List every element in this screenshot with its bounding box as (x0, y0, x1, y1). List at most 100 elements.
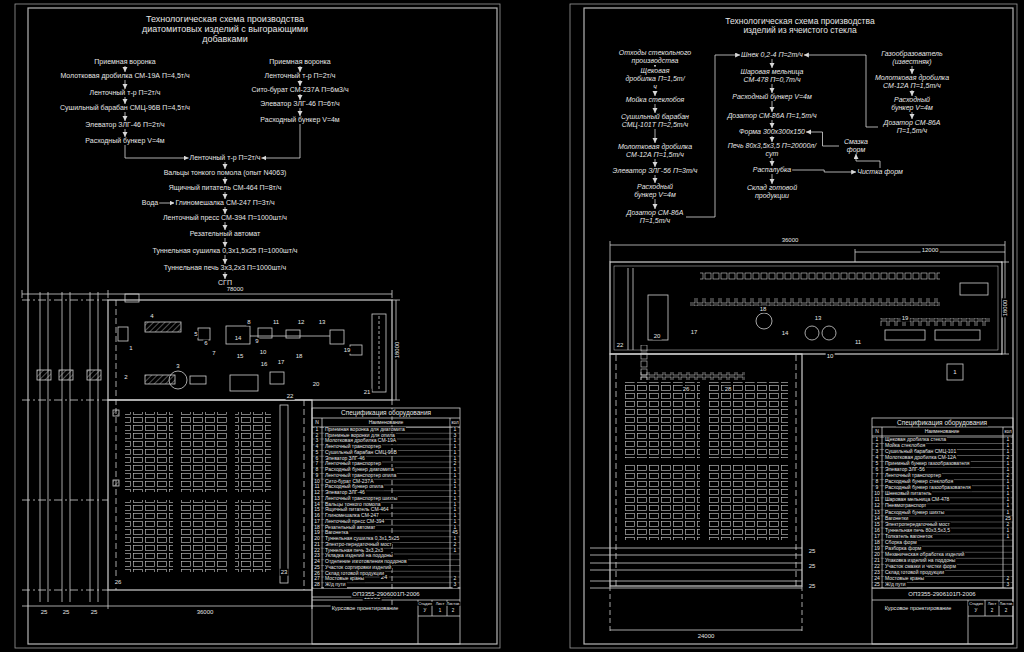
table-line (418, 600, 419, 644)
flow-arrow (772, 101, 773, 112)
stamp-text: 2 (451, 609, 456, 614)
callout-number: 12 (297, 319, 306, 326)
flow-arrow (772, 120, 773, 128)
callout-number: 11 (854, 339, 862, 346)
step-text: Шнек 0,2-4 П=2т/ч (741, 51, 803, 59)
table-cell: 1 (453, 502, 458, 508)
table-cell: 22 (313, 548, 321, 554)
dimension-tick (108, 290, 109, 298)
track (628, 268, 629, 350)
flow-step: Резательный автомат (189, 230, 262, 238)
dimension: 25 (90, 609, 99, 616)
flow-step: Распалубка (752, 166, 792, 174)
column (113, 480, 119, 486)
storage-grid (125, 500, 173, 572)
table-cell: Участок смазки и чистки форм (884, 564, 957, 570)
stamp-text: У (423, 609, 428, 614)
dimension: 36000 (781, 237, 800, 244)
table-cell: 2 (453, 542, 458, 548)
table-cell: 5 (875, 461, 880, 467)
table-cell: Шнековый питатель (884, 492, 932, 498)
axis-line (22, 300, 108, 301)
flow-step: Щековая дробилка П=1,5т/ч (624, 67, 686, 91)
table-cell: 1 (1006, 467, 1011, 473)
flow-step: Молотковая дробилка СМ-12А П=1,5т/ч (873, 74, 951, 90)
table-cell: Расходный бункер диатомита (324, 467, 395, 473)
table-rows (312, 427, 460, 588)
callout-number: 1 (952, 369, 957, 376)
table-cell: Участок сортировки изделий (324, 565, 392, 571)
flow-arrow (159, 203, 174, 204)
table-cell: 3 (453, 433, 458, 439)
table-cell: 1 (453, 467, 458, 473)
table-cell: Мостовые краны (884, 576, 925, 582)
table-cell: 17 (313, 519, 321, 525)
warehouse-outline (108, 400, 312, 590)
cart-row (700, 272, 940, 280)
rail-track (590, 570, 802, 571)
cart-row (880, 318, 990, 326)
table-cell: 24 (313, 559, 321, 565)
rail-track (590, 548, 802, 549)
table-cell: Укладка изделий на поддоны (324, 554, 394, 560)
sheet-frame (28, 8, 497, 644)
table-cell: Ж/д пути (884, 582, 907, 588)
table-heading: N (314, 420, 320, 426)
step-text: Туннельная сушилка 0,3х1,5х25 П=1000шт/ч (153, 247, 298, 255)
flow-arrow (655, 199, 656, 209)
rail-track (62, 292, 63, 602)
table-cell: Ленточный транспортер (324, 462, 382, 468)
table-cell: 1 (1006, 486, 1011, 492)
flow-step: Ленточный т-р П=2т/ч (89, 89, 162, 97)
table-cell: 23 (873, 570, 881, 576)
flow-arrow (225, 238, 226, 247)
step-text: Печь 80х3,5х3,5 П=20000л/сут (727, 142, 817, 158)
step-text: Ленточный т-р П=2т/ч (265, 72, 336, 80)
table-cell: Элеватор ЗЛГ-46 (324, 456, 366, 462)
storage-grid (125, 412, 173, 492)
dimension-tick (855, 249, 856, 262)
table-cell: Туннельная печь 3х3,2х3 (324, 548, 384, 554)
dimension-tick (1005, 241, 1006, 262)
feeder (190, 376, 206, 384)
tunnel-dryer (372, 314, 386, 392)
flow-step: Отходы стекольного производства (609, 49, 701, 65)
table-cell: 4 (875, 455, 880, 461)
table-cell: 1 (453, 490, 458, 496)
table-cell: Сито-бурат СМ-237А (324, 479, 374, 485)
flow-arrow (912, 66, 913, 74)
conveyor (145, 375, 175, 384)
table-cell: 1 (1006, 480, 1011, 486)
dimension: 78000 (226, 286, 245, 293)
rail-car (87, 370, 101, 380)
flow-step: Элеватор ЗЛГ-56 П=3т/ч (612, 167, 699, 175)
rail-track (40, 292, 41, 602)
table-cell: 1 (453, 525, 458, 531)
flow-step: Вода (141, 199, 159, 207)
callout-number: 13 (318, 319, 327, 326)
table-cell: 1 (1006, 492, 1011, 498)
table-line (418, 616, 460, 617)
flow-step: Сито-бурат СМ-237А П=6м3/ч (250, 86, 349, 94)
step-text: Элеватор ЗЛГ-46 П=6т/ч (260, 100, 339, 108)
flow-arrow (225, 177, 226, 184)
flow-arrow (125, 145, 189, 158)
step-text: Ленточный т-р П=2т/ч (90, 89, 161, 97)
step-text: Сушильный барабан СМЦ-101Т П=2,5т/ч (613, 113, 698, 129)
table-heading: Спецификация оборудования (896, 419, 988, 426)
flow-step: Элеватор ЗЛГ-46 П=6т/ч (259, 100, 340, 108)
table-cell: 1 (1006, 528, 1011, 534)
table-cell: 21 (313, 542, 321, 548)
step-text: Вальцы тонкого помола (опыт N4063) (164, 169, 287, 177)
table-cell: Приемная воронка для диатомита (324, 427, 406, 433)
title-block (872, 588, 1013, 644)
flow-arrow (225, 162, 226, 169)
flow-step: Дозатор СМ-86А П=1,5т/ч (878, 119, 946, 135)
table-cell: 3 (315, 439, 320, 445)
table-cell: 14 (313, 502, 321, 508)
table-cell: 1 (453, 536, 458, 542)
step-text: Щековая дробилка П=1,5т/ч (625, 67, 685, 91)
table-cell: 13 (873, 510, 881, 516)
storage-grid (625, 464, 700, 540)
